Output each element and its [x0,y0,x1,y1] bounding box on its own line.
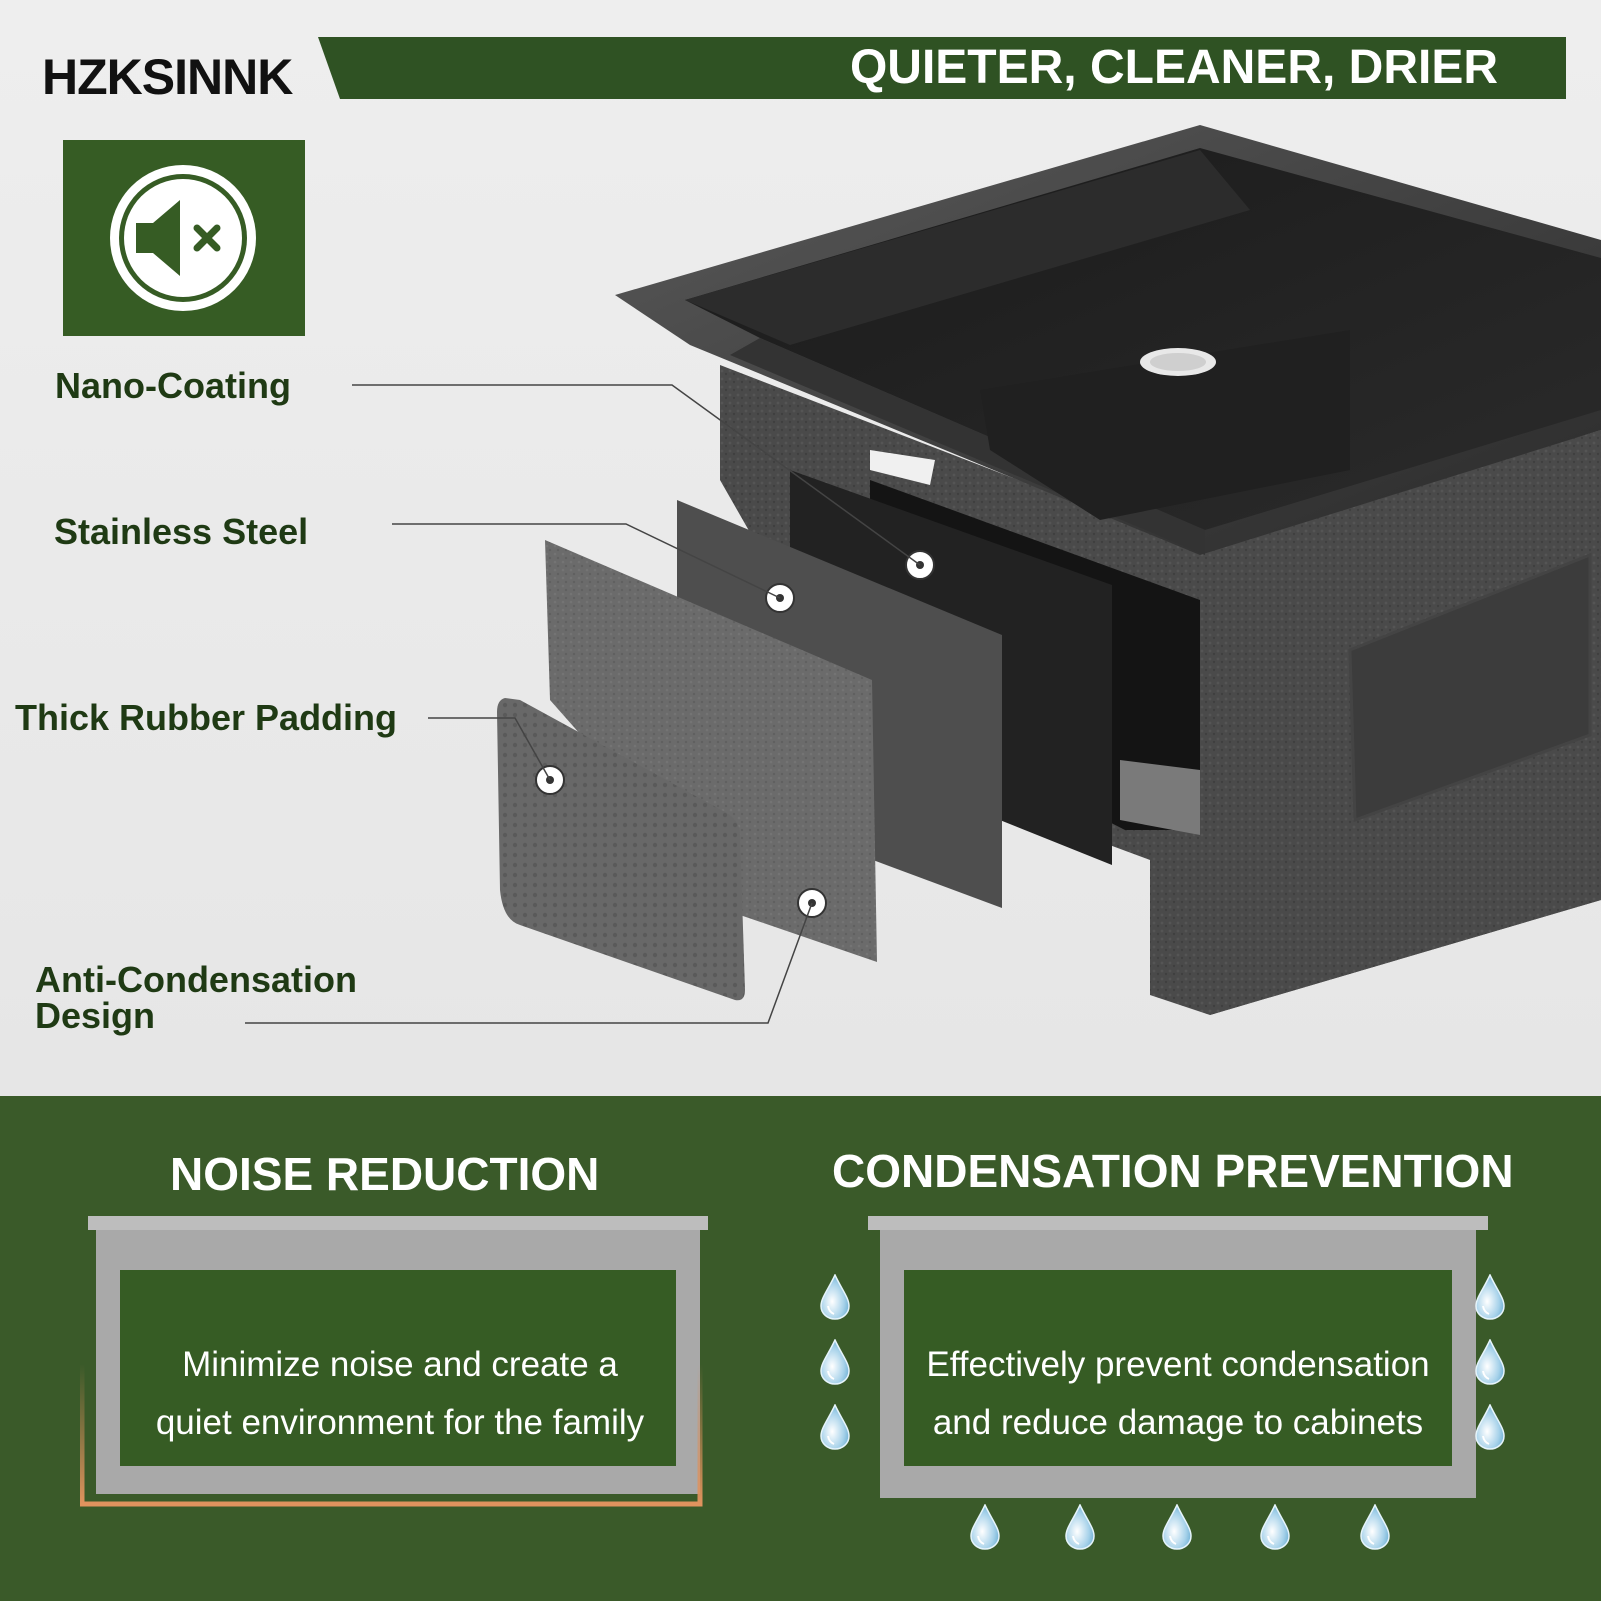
mute-speaker-icon [110,165,256,311]
features-section: NOISE REDUCTION CONDENSATION PREVENTION … [0,1096,1601,1601]
sink-illustration [497,125,1601,1015]
label-anti-condensation: Anti-Condensation Design [35,962,357,1034]
water-droplet-icon [1162,1504,1192,1550]
water-droplet-icon [820,1339,850,1385]
condensation-description: Effectively prevent condensation and red… [898,1336,1458,1452]
water-droplet-icon [1360,1504,1390,1550]
label-anti-condensation-line1: Anti-Condensation [35,959,357,1000]
droplets-group [820,1274,1505,1550]
water-droplet-icon [1260,1504,1290,1550]
leader-lines [245,384,921,1024]
noise-frame [80,1216,708,1507]
label-stainless-steel: Stainless Steel [54,511,309,552]
water-droplet-icon [970,1504,1000,1550]
mute-badge [63,140,305,336]
water-droplet-icon [1065,1504,1095,1550]
water-droplet-icon [1475,1339,1505,1385]
water-droplet-icon [1475,1404,1505,1450]
condensation-prevention-title: CONDENSATION PREVENTION [832,1145,1514,1197]
water-droplet-icon [820,1274,850,1320]
label-thick-rubber-padding: Thick Rubber Padding [15,697,398,738]
tagline-text: QUIETER, CLEANER, DRIER [849,41,1498,94]
brand-logo: HZKSINNK [42,49,293,105]
water-droplet-icon [820,1404,850,1450]
noise-description: Minimize noise and create a quiet enviro… [125,1336,675,1452]
noise-description-line2: quiet environment for the family [155,1403,645,1442]
layer-rubber-padding [545,540,877,962]
label-anti-condensation-line2: Design [35,995,156,1036]
tagline-banner: QUIETER, CLEANER, DRIER [318,37,1566,99]
condensation-description-line2: and reduce damage to cabinets [932,1403,1424,1442]
noise-description-line1: Minimize noise and create a [182,1345,618,1384]
condensation-description-line1: Effectively prevent condensation [926,1345,1430,1384]
water-droplet-icon [1475,1274,1505,1320]
label-nano-coating: Nano-Coating [55,365,291,406]
condensation-frame [868,1216,1488,1498]
noise-reduction-title: NOISE REDUCTION [170,1148,600,1200]
